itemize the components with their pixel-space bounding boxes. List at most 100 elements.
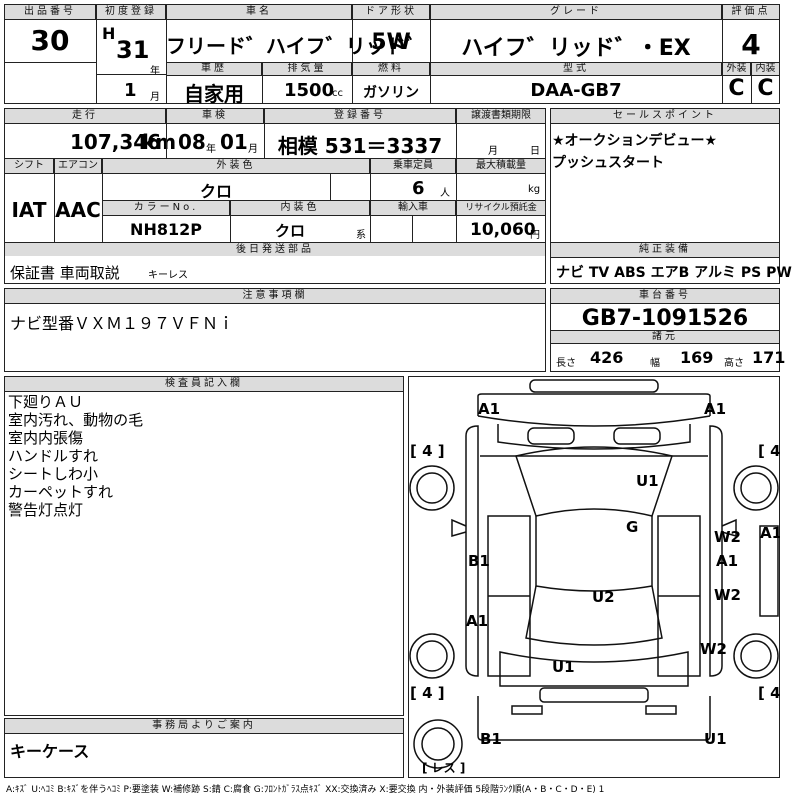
ext-score: C bbox=[728, 76, 745, 101]
inspector-label: 検査員記入欄 bbox=[4, 376, 404, 392]
transfer-month: 月 bbox=[488, 146, 498, 157]
color-no: NH812P bbox=[130, 220, 202, 239]
mark-u1-bot: U1 bbox=[552, 658, 575, 676]
import-label: 輸入車 bbox=[370, 200, 456, 216]
inspector-line-1: 下廻りＡＵ bbox=[8, 393, 84, 411]
mark-g: G bbox=[626, 518, 638, 536]
grade: ハイフ゛リッド゛・EX bbox=[461, 36, 691, 61]
shift-label: シフト bbox=[4, 158, 54, 174]
equipment-label: 純正装備 bbox=[550, 242, 780, 258]
office-label: 事務局よりご案内 bbox=[4, 718, 404, 734]
int-color-label: 内装色 bbox=[230, 200, 370, 216]
transfer-day: 日 bbox=[530, 146, 540, 157]
length-label: 長さ bbox=[556, 358, 576, 369]
inspector-line-3: 室内内張傷 bbox=[8, 429, 84, 447]
reg-year: 31 bbox=[116, 36, 150, 64]
diagram-box bbox=[408, 376, 780, 778]
insp-month-unit: 月 bbox=[248, 144, 258, 155]
lot-label: 出品番号 bbox=[4, 4, 96, 20]
color-label: 外装色 bbox=[102, 158, 370, 174]
insp-year-unit: 年 bbox=[206, 144, 216, 155]
int-score: C bbox=[757, 76, 774, 101]
transfer-label: 譲渡書類期限 bbox=[456, 108, 546, 124]
fuel: ガソリン bbox=[363, 85, 419, 101]
int-label: 内装 bbox=[751, 62, 780, 76]
equipment: ナビ TV ABS エアB アルミ PS PW bbox=[556, 265, 792, 281]
displacement: 1500 bbox=[284, 80, 335, 101]
specs-box bbox=[4, 108, 546, 256]
int-color: クロ bbox=[274, 222, 305, 240]
mark-a1-fl: A1 bbox=[478, 400, 500, 418]
car-name-label: 車名 bbox=[166, 4, 352, 20]
insp-year: 08 bbox=[178, 130, 206, 154]
history: 自家用 bbox=[184, 82, 244, 106]
dims-label: 諸元 bbox=[550, 330, 780, 344]
mark-w2-r2: W2 bbox=[714, 586, 741, 604]
year-unit: 年 bbox=[150, 66, 160, 77]
header-box bbox=[4, 4, 780, 104]
later-parts-text: 保証書 車両取説 bbox=[10, 264, 120, 282]
fuel-label: 燃料 bbox=[352, 62, 430, 76]
mark-u2: U2 bbox=[592, 588, 615, 606]
load-unit: kg bbox=[528, 184, 541, 195]
tire-fl: [ 4 ] bbox=[410, 442, 445, 460]
door-type: 5W bbox=[371, 30, 411, 55]
height-label: 高さ bbox=[724, 358, 744, 369]
car-name: フリード゛ハイフ゛リッド゛ bbox=[166, 34, 426, 58]
sales-label: セールスポイント bbox=[550, 108, 780, 124]
mark-a1-l: A1 bbox=[466, 612, 488, 630]
spare-tire-label: [ レス ] bbox=[422, 761, 465, 775]
color: クロ bbox=[199, 182, 232, 201]
era: H bbox=[102, 24, 116, 43]
capacity-unit: 人 bbox=[440, 188, 450, 199]
sales-line-1: ★オークションデビュー★ bbox=[552, 133, 718, 149]
recycle-label: リサイクル預託金 bbox=[456, 200, 546, 216]
reg-month: 1 bbox=[124, 80, 137, 101]
ext-label: 外装 bbox=[722, 62, 751, 76]
month-unit: 月 bbox=[150, 92, 160, 103]
mileage: 107,346 bbox=[70, 130, 162, 154]
load-label: 最大積載量 bbox=[456, 158, 546, 174]
chassis-number: GB7-1091526 bbox=[581, 306, 749, 331]
reg-label: 登録番号 bbox=[264, 108, 456, 124]
mileage-label: 走行 bbox=[4, 108, 166, 124]
first-reg-label: 初度登録 bbox=[96, 4, 166, 20]
caution-label: 注意事項欄 bbox=[4, 288, 546, 304]
mileage-unit: km bbox=[142, 130, 177, 154]
int-color-suffix: 系 bbox=[356, 230, 366, 241]
mark-b1-bot: B1 bbox=[480, 730, 502, 748]
history-label: 車歴 bbox=[166, 62, 262, 76]
inspector-line-4: ハンドルすれ bbox=[8, 447, 99, 465]
tire-rr: [ 4 ] bbox=[758, 684, 780, 702]
shift: IAT bbox=[11, 198, 47, 222]
later-parts-extra: キーレス bbox=[148, 270, 188, 281]
mark-a1-r1: A1 bbox=[716, 552, 738, 570]
caution-text: ナビ型番ＶＸＭ１９７ＶＦＮｉ bbox=[10, 314, 235, 333]
car-diagram: [ 4 ] [ 4 ] [ 4 ] [ 4 ] [ レス ] A1 A1 U1 … bbox=[409, 379, 780, 775]
mark-u1-bl: U1 bbox=[704, 730, 727, 748]
mark-a1-fr: A1 bbox=[704, 400, 726, 418]
height: 171 bbox=[752, 348, 786, 367]
length: 426 bbox=[590, 348, 624, 367]
inspector-line-7: 警告灯点灯 bbox=[8, 501, 84, 519]
grade-label: グレード bbox=[430, 4, 722, 20]
recycle: 10,060 bbox=[470, 220, 536, 240]
sales-line-2: プッシュスタート bbox=[552, 155, 664, 171]
legend: A:ｷｽﾞ U:ﾍｺﾐ B:ｷｽﾞを伴うﾍｺﾐ P:要塗装 W:補修跡 S:錆 … bbox=[6, 785, 605, 795]
lot-number: 30 bbox=[30, 24, 70, 57]
inspector-line-5: シートしわ小 bbox=[8, 465, 99, 483]
inspector-line-6: カーペットすれ bbox=[8, 483, 114, 501]
capacity-label: 乗車定員 bbox=[370, 158, 456, 174]
width-label: 幅 bbox=[650, 358, 660, 369]
insp-month: 01 bbox=[220, 130, 248, 154]
score: 4 bbox=[741, 28, 761, 61]
later-parts-box bbox=[4, 256, 546, 284]
mark-b1-l: B1 bbox=[468, 552, 490, 570]
inspection-label: 車検 bbox=[166, 108, 264, 124]
ac: AAC bbox=[55, 198, 101, 222]
mark-u1-top: U1 bbox=[636, 472, 659, 490]
capacity: 6 bbox=[412, 178, 425, 199]
color-no-label: カラーNo. bbox=[102, 200, 230, 216]
reg-number: 相模 531＝3337 bbox=[277, 134, 443, 158]
displacement-unit: cc bbox=[332, 88, 343, 99]
